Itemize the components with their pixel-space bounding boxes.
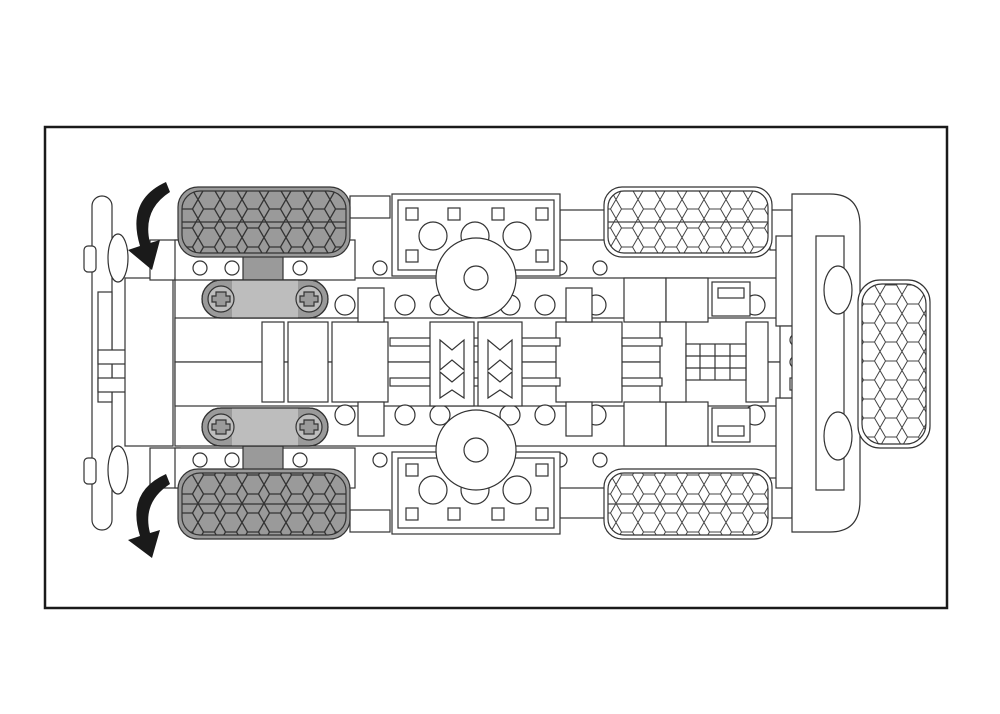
- rear-left-wheel: [603, 186, 773, 258]
- drive-axle: [389, 337, 663, 387]
- gear-block-left: [429, 321, 475, 407]
- rear-right-wheel: [603, 468, 773, 540]
- steering-link-bottom: [201, 407, 329, 447]
- spare-tire: [857, 279, 931, 449]
- steering-link-top: [201, 279, 329, 319]
- gear-block-right: [477, 321, 523, 407]
- chassis-tiles: [261, 277, 769, 447]
- curved-arrow-icon: [128, 182, 170, 270]
- top-center-plate: [391, 193, 561, 319]
- rear-bumper: [791, 193, 861, 533]
- curved-arrow-icon: [128, 474, 170, 558]
- bottom-center-plate: [391, 409, 561, 535]
- stud-row: [192, 260, 766, 468]
- front-right-wheel: [177, 445, 351, 540]
- vehicle-chassis: [83, 186, 931, 540]
